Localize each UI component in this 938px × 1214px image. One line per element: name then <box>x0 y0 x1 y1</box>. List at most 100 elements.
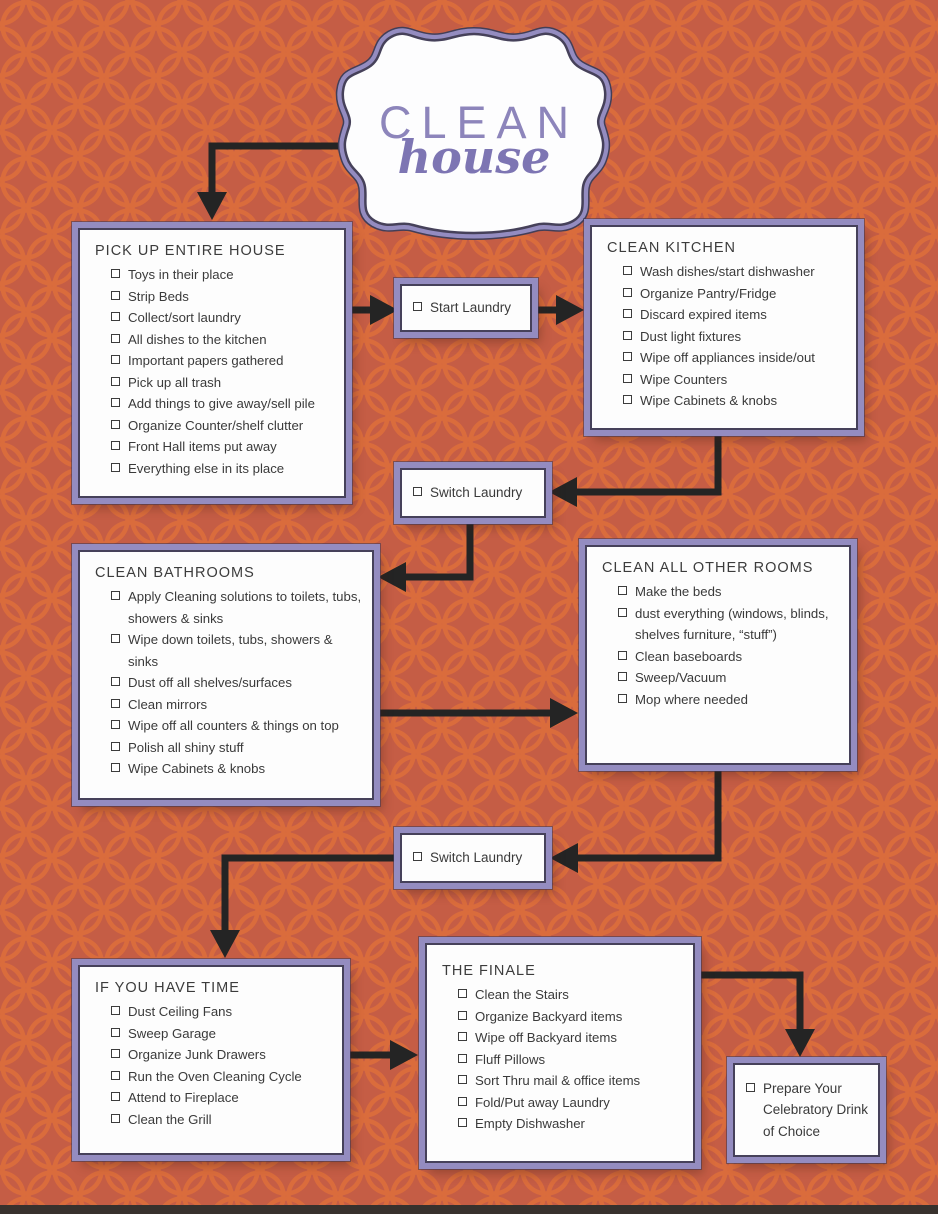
checklist-item: Sort Thru mail & office items <box>458 1070 683 1092</box>
box-pickup-entire-house: PICK UP ENTIRE HOUSE Toys in their place… <box>78 228 346 498</box>
arrow-badge-to-pickup <box>197 142 345 220</box>
checklist-item: Everything else in its place <box>111 458 334 480</box>
checklist-item: Organize Junk Drawers <box>111 1044 332 1066</box>
box-kitchen-title: CLEAN KITCHEN <box>607 240 737 256</box>
checkbox-icon <box>111 698 120 708</box>
arrow-other-rooms-to-switch-laundry-2 <box>550 767 722 873</box>
checklist-item-label: Clean the Grill <box>128 1111 212 1127</box>
checkbox-icon <box>111 269 120 278</box>
checkbox-icon <box>413 487 422 497</box>
checklist-item-label: Sweep Garage <box>128 1025 216 1041</box>
checklist-item: Wipe Counters <box>623 369 846 391</box>
checkbox-icon <box>111 1070 120 1080</box>
checkbox-icon <box>458 989 467 998</box>
checklist-item: All dishes to the kitchen <box>111 329 334 351</box>
checkbox-icon <box>618 650 627 660</box>
arrow-switch-laundry-2-to-if-time <box>210 854 398 958</box>
checklist-item: Start Laundry <box>413 297 522 319</box>
checkbox-icon <box>111 290 120 300</box>
checklist-item: Strip Beds <box>111 286 334 308</box>
checklist-item-label: Dust Ceiling Fans <box>128 1004 233 1019</box>
checkbox-icon <box>111 1049 120 1058</box>
checklist-item-label: Wipe off Backyard items <box>475 1030 617 1045</box>
checklist-item: Wipe off appliances inside/out <box>623 347 846 369</box>
checklist-item: Attend to Fireplace <box>111 1087 332 1109</box>
checkbox-icon <box>623 287 632 297</box>
checkbox-icon <box>458 1032 467 1041</box>
checklist-item-label: Clean baseboards <box>635 648 743 664</box>
checkbox-icon <box>458 1118 467 1127</box>
box-bathrooms-title: CLEAN BATHROOMS <box>95 565 255 581</box>
checklist-item: dust everything (windows, blinds, shelve… <box>618 603 839 646</box>
checkbox-icon <box>111 376 120 386</box>
checkbox-icon <box>111 1092 120 1101</box>
checklist-item: Important papers gathered <box>111 350 334 372</box>
checklist-item-label: Important papers gathered <box>128 353 284 368</box>
checkbox-icon <box>623 352 632 361</box>
box-clean-other-rooms: CLEAN ALL OTHER ROOMS Make the beds dust… <box>585 545 851 765</box>
box-clean-bathrooms: CLEAN BATHROOMS Apply Cleaning solutions… <box>78 550 374 800</box>
checkbox-icon <box>111 398 120 407</box>
checkbox-icon <box>111 333 120 343</box>
checkbox-icon <box>458 1096 467 1106</box>
checkbox-icon <box>111 355 120 364</box>
checklist-item-label: Run the Oven Cleaning Cycle <box>128 1068 302 1084</box>
checklist-item: Dust off all shelves/surfaces <box>111 672 362 694</box>
pickup-checklist: Toys in their place Strip Beds Collect/s… <box>94 264 334 479</box>
checklist-item-label: Polish all shiny stuff <box>128 739 244 755</box>
checkbox-icon <box>111 312 120 321</box>
checklist-item: Add things to give away/sell pile <box>111 393 334 415</box>
checkbox-icon <box>413 852 422 862</box>
checklist-item: Wash dishes/start dishwasher <box>623 261 846 283</box>
checklist-item: Wipe Cabinets & knobs <box>623 390 846 412</box>
checkbox-icon <box>623 330 632 340</box>
checklist-item: Organize Backyard items <box>458 1006 683 1028</box>
checkbox-icon <box>111 763 120 772</box>
checkbox-icon <box>623 309 632 318</box>
box-pickup-title: PICK UP ENTIRE HOUSE <box>95 243 286 259</box>
checklist-item-label: Pick up all trash <box>128 374 222 390</box>
checklist-item: Fold/Put away Laundry <box>458 1092 683 1114</box>
checklist-item: Wipe off Backyard items <box>458 1027 683 1049</box>
finale-checklist: Clean the Stairs Organize Backyard items… <box>441 984 683 1135</box>
checklist-item: Empty Dishwasher <box>458 1113 683 1135</box>
box-clean-kitchen: CLEAN KITCHEN Wash dishes/start dishwash… <box>590 225 858 430</box>
checklist-item: Dust Ceiling Fans <box>111 1001 332 1023</box>
checkbox-icon <box>111 462 120 472</box>
checklist-item: Front Hall items put away <box>111 436 334 458</box>
checklist-item: Sweep/Vacuum <box>618 667 839 689</box>
checklist-item-label: Clean the Stairs <box>475 987 569 1002</box>
checklist-item: Switch Laundry <box>413 482 536 504</box>
checklist-item-label: Front Hall items put away <box>128 439 277 454</box>
box-switch-laundry-2: Switch Laundry <box>400 833 546 883</box>
checkbox-icon <box>111 720 120 729</box>
checklist-item: Prepare Your Celebratory Drink of Choice <box>746 1078 870 1143</box>
badge-title: CLEAN <box>378 97 580 148</box>
checklist-item-label: All dishes to the kitchen <box>128 331 267 347</box>
checklist-item: Sweep Garage <box>111 1023 332 1045</box>
checklist-item-label: Attend to Fireplace <box>128 1090 239 1105</box>
switch-laundry-1-checklist: Switch Laundry <box>413 482 536 504</box>
badge-frame-inner-line <box>341 32 607 235</box>
checklist-item-label: Fluff Pillows <box>475 1051 546 1067</box>
checklist-item-label: Fold/Put away Laundry <box>475 1094 610 1110</box>
checklist-item-label: Wipe off all counters & things on top <box>128 718 339 733</box>
checkbox-icon <box>458 1053 467 1063</box>
checklist-item: Pick up all trash <box>111 372 334 394</box>
box-start-laundry: Start Laundry <box>400 284 532 332</box>
checklist-item-label: Dust light fixtures <box>640 328 742 344</box>
checklist-item-label: Wipe down toilets, tubs, showers & sinks <box>128 632 333 669</box>
checklist-item: Wipe off all counters & things on top <box>111 715 362 737</box>
checklist-item-label: Wipe Cabinets & knobs <box>640 393 778 408</box>
checkbox-icon <box>623 266 632 275</box>
checklist-item: Dust light fixtures <box>623 326 846 348</box>
checklist-item-label: Prepare Your Celebratory Drink of Choice <box>763 1080 869 1139</box>
checklist-item-label: Everything else in its place <box>128 460 285 476</box>
checkbox-icon <box>111 1006 120 1015</box>
box-switch-laundry-1: Switch Laundry <box>400 468 546 518</box>
arrow-finale-to-celebrate <box>697 971 815 1057</box>
checklist-item-label: Collect/sort laundry <box>128 310 241 325</box>
checklist-item-label: Dust off all shelves/surfaces <box>128 675 292 690</box>
checklist-item-label: Switch Laundry <box>430 850 523 866</box>
